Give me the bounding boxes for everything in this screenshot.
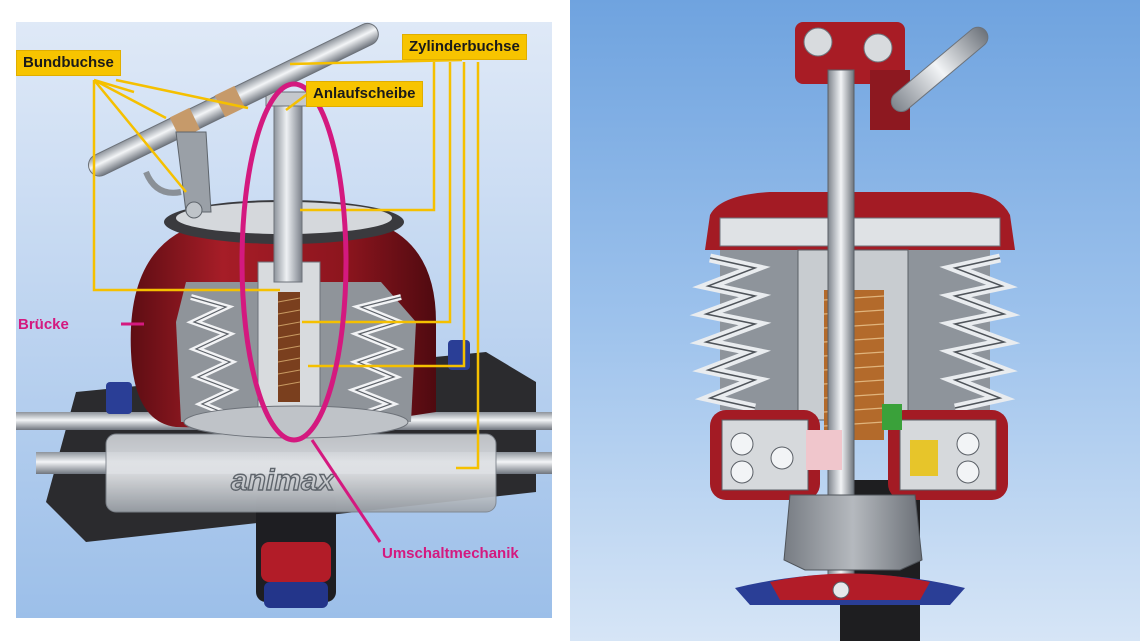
handle-bar (87, 22, 379, 177)
bellows-left (186, 294, 240, 420)
lower-housing (783, 494, 923, 571)
label-bruecke: Brücke (18, 316, 69, 333)
label-bundbuchse: Bundbuchse (16, 50, 121, 76)
bellows-left-section (689, 250, 810, 413)
leader-line-umschaltmechanik (310, 439, 382, 543)
spring (278, 292, 300, 402)
leader-lines-bundbuchse (92, 78, 280, 292)
label-zylinderbuchse: Zylinderbuchse (402, 34, 527, 60)
logo-text: animax (231, 464, 336, 497)
shaft-tip (832, 581, 850, 599)
lower-right-block (882, 404, 1008, 500)
top-plate (719, 217, 1001, 247)
spring-coils (277, 297, 301, 387)
right-section-view (570, 0, 1140, 641)
bellows-right-section (900, 250, 1021, 413)
right-render-svg (570, 0, 1140, 641)
lower-left-block (710, 410, 820, 500)
label-umschaltmechanik: Umschaltmechanik (382, 545, 519, 562)
handle-hook (143, 170, 182, 196)
foot-cap-red (261, 542, 331, 582)
left-cutaway-render: animax (16, 22, 552, 618)
bellows-right (347, 294, 407, 420)
umschaltmechanik-highlight (239, 81, 349, 443)
vertical-shaft (273, 91, 303, 283)
bottom-pad-red (770, 573, 930, 600)
platter (183, 405, 409, 439)
top-handle (795, 22, 989, 130)
left-render-svg: animax (16, 22, 552, 618)
pink-insert (806, 430, 842, 470)
left-fitting (106, 382, 132, 414)
label-anlaufscheibe: Anlaufscheibe (306, 81, 423, 107)
foot-cap-blue (264, 582, 328, 608)
bracket-bolt (185, 201, 203, 219)
